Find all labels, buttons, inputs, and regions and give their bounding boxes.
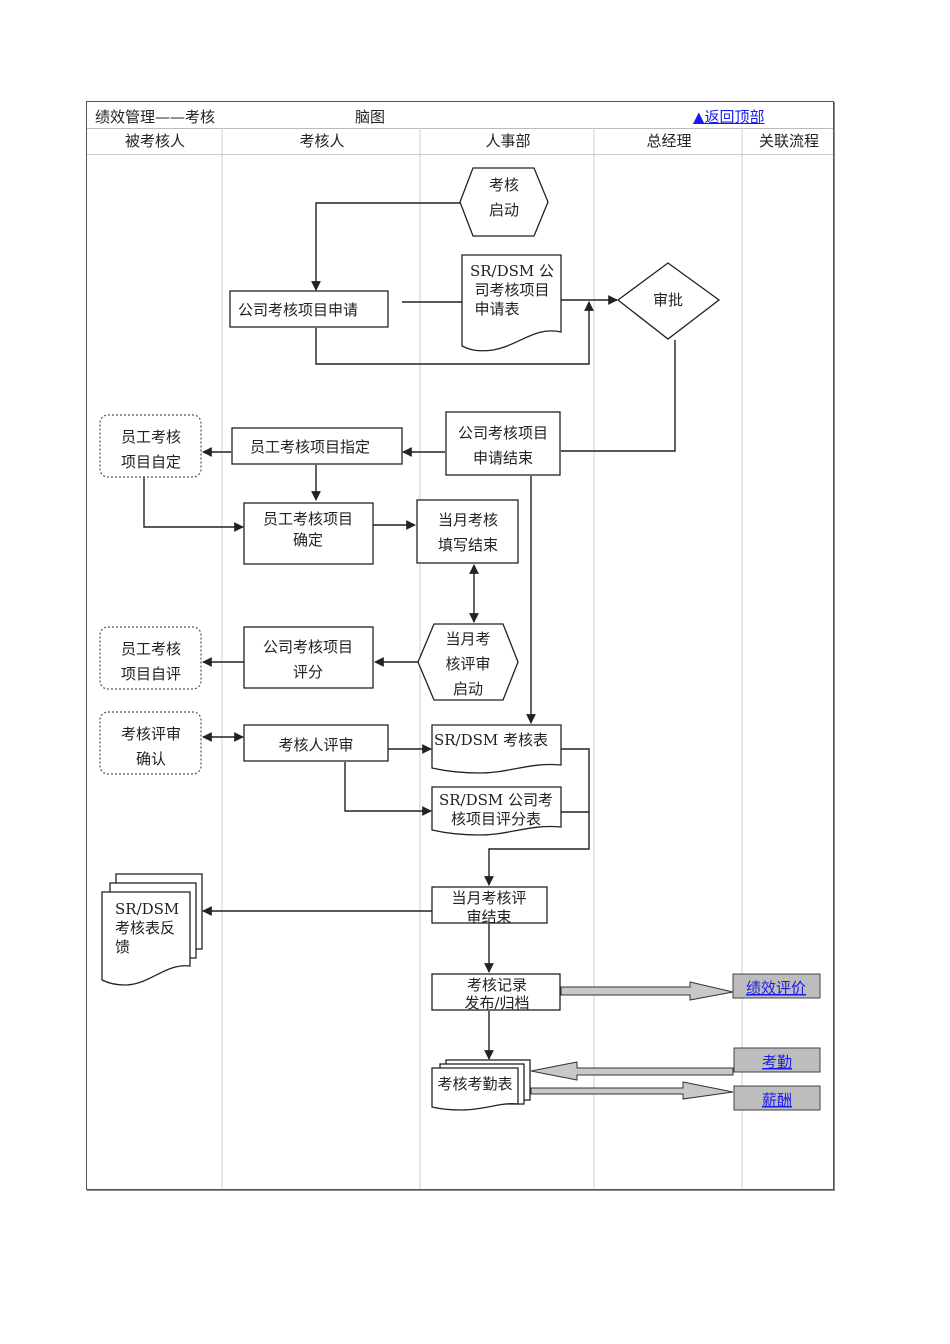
node-apply-end <box>445 411 561 476</box>
node-apply-form <box>461 254 562 352</box>
node-reviewer-review <box>243 724 389 762</box>
node-assign <box>231 427 403 465</box>
related-salary-link[interactable]: 薪酬 <box>762 1091 792 1109</box>
node-apply-end-label: 公司考核项目 <box>458 424 548 442</box>
related-attendance-box <box>733 1047 821 1073</box>
title-row: 绩效管理——考核 脑图 ▲返回顶部 <box>87 102 833 129</box>
node-assign-label: 员工考核项目指定 <box>250 438 370 456</box>
arrow-to-salary <box>530 1081 734 1100</box>
node-start <box>459 167 549 237</box>
back-to-top-link[interactable]: ▲返回顶部 <box>693 108 765 126</box>
node-eval-form-label: SR/DSM 考核表 <box>434 731 548 749</box>
lane-header-related: 关联流程 <box>758 132 819 150</box>
node-score <box>243 626 374 689</box>
node-approve <box>616 262 721 340</box>
node-self-eval-label: 项目自评 <box>121 665 181 683</box>
node-apply-form-label: 司考核项目 <box>474 281 549 299</box>
node-apply <box>229 290 389 328</box>
node-publish-label: 发布/归档 <box>464 994 529 1012</box>
node-feedback-label: 馈 <box>115 938 130 956</box>
node-review-end-label: 当月考核评 <box>451 889 526 907</box>
node-score-label: 评分 <box>293 663 323 681</box>
connector <box>315 301 594 365</box>
connector <box>561 340 676 452</box>
node-feedback-label: SR/DSM <box>115 900 179 918</box>
node-feedback <box>101 891 191 986</box>
lane-header-appraisee: 被考核人 <box>124 132 185 150</box>
node-confirm-label: 确定 <box>293 531 323 549</box>
connector <box>344 762 432 816</box>
node-apply-form-label: 申请表 <box>474 300 519 318</box>
node-review-start-label: 核评审 <box>445 655 490 673</box>
node-score-form <box>431 786 562 836</box>
node-attendance-form-label: 考核考勤表 <box>437 1075 512 1093</box>
node-eval-form <box>431 724 562 774</box>
node-review-end-label: 审结束 <box>466 908 511 926</box>
node-confirm-label: 员工考核项目 <box>263 510 353 528</box>
node-fill-end-label: 当月考核 <box>438 511 498 529</box>
lane-header-appraiser: 考核人 <box>299 132 345 150</box>
node-fill-end-label: 填写结束 <box>438 536 498 554</box>
node-review-confirm-label: 考核评审 <box>121 725 181 743</box>
node-review-end <box>431 886 548 924</box>
node-publish-label: 考核记录 <box>467 976 527 994</box>
node-review-start-label: 启动 <box>453 680 483 698</box>
related-attendance-link[interactable]: 考勤 <box>762 1053 792 1071</box>
node-self-eval <box>99 626 202 690</box>
node-start-label: 启动 <box>489 201 519 219</box>
node-review-start <box>417 623 519 701</box>
related-performance-link[interactable]: 绩效评价 <box>746 979 806 997</box>
lane-header-gm: 总经理 <box>646 132 692 150</box>
node-self-define-label: 项目自定 <box>121 453 181 471</box>
node-apply-end-label: 申请结束 <box>473 449 533 467</box>
connector <box>143 477 244 532</box>
node-score-form-label: 核项目评分表 <box>451 810 541 828</box>
node-review-confirm-label: 确认 <box>136 750 166 768</box>
node-confirm <box>243 502 374 565</box>
lane-header-hr: 人事部 <box>485 132 531 150</box>
node-reviewer-review-label: 考核人评审 <box>278 736 353 754</box>
node-apply-label: 公司考核项目申请 <box>238 301 358 319</box>
swimlane-frame: 绩效管理——考核 脑图 ▲返回顶部 被考核人 考核人 人事部 总经理 关联流程 <box>86 101 834 1190</box>
node-self-define <box>99 414 202 478</box>
arrow-to-performance <box>560 981 734 1001</box>
node-attendance-form <box>431 1067 519 1111</box>
related-performance-box <box>732 973 821 999</box>
diagram-subtitle: 脑图 <box>355 108 386 126</box>
node-self-eval-label: 员工考核 <box>121 640 181 658</box>
node-start-label: 考核 <box>489 176 519 194</box>
lane-header-row: 被考核人 考核人 人事部 总经理 关联流程 <box>87 129 833 155</box>
node-approve-label: 审批 <box>653 291 683 309</box>
node-apply-form-label: SR/DSM 公 <box>470 262 554 280</box>
node-review-confirm <box>99 711 202 775</box>
node-fill-end <box>416 499 519 564</box>
diagram-title: 绩效管理——考核 <box>95 108 216 126</box>
node-self-define-label: 员工考核 <box>121 428 181 446</box>
node-score-form-label: SR/DSM 公司考 <box>439 791 553 809</box>
node-feedback-label: 考核表反 <box>115 919 175 937</box>
node-score-label: 公司考核项目 <box>263 638 353 656</box>
related-salary-box <box>733 1085 821 1111</box>
arrow-from-attendance <box>530 1061 734 1081</box>
connector <box>484 748 590 886</box>
node-review-start-label: 当月考 <box>445 630 490 648</box>
connector <box>311 202 460 291</box>
node-publish <box>431 973 561 1011</box>
